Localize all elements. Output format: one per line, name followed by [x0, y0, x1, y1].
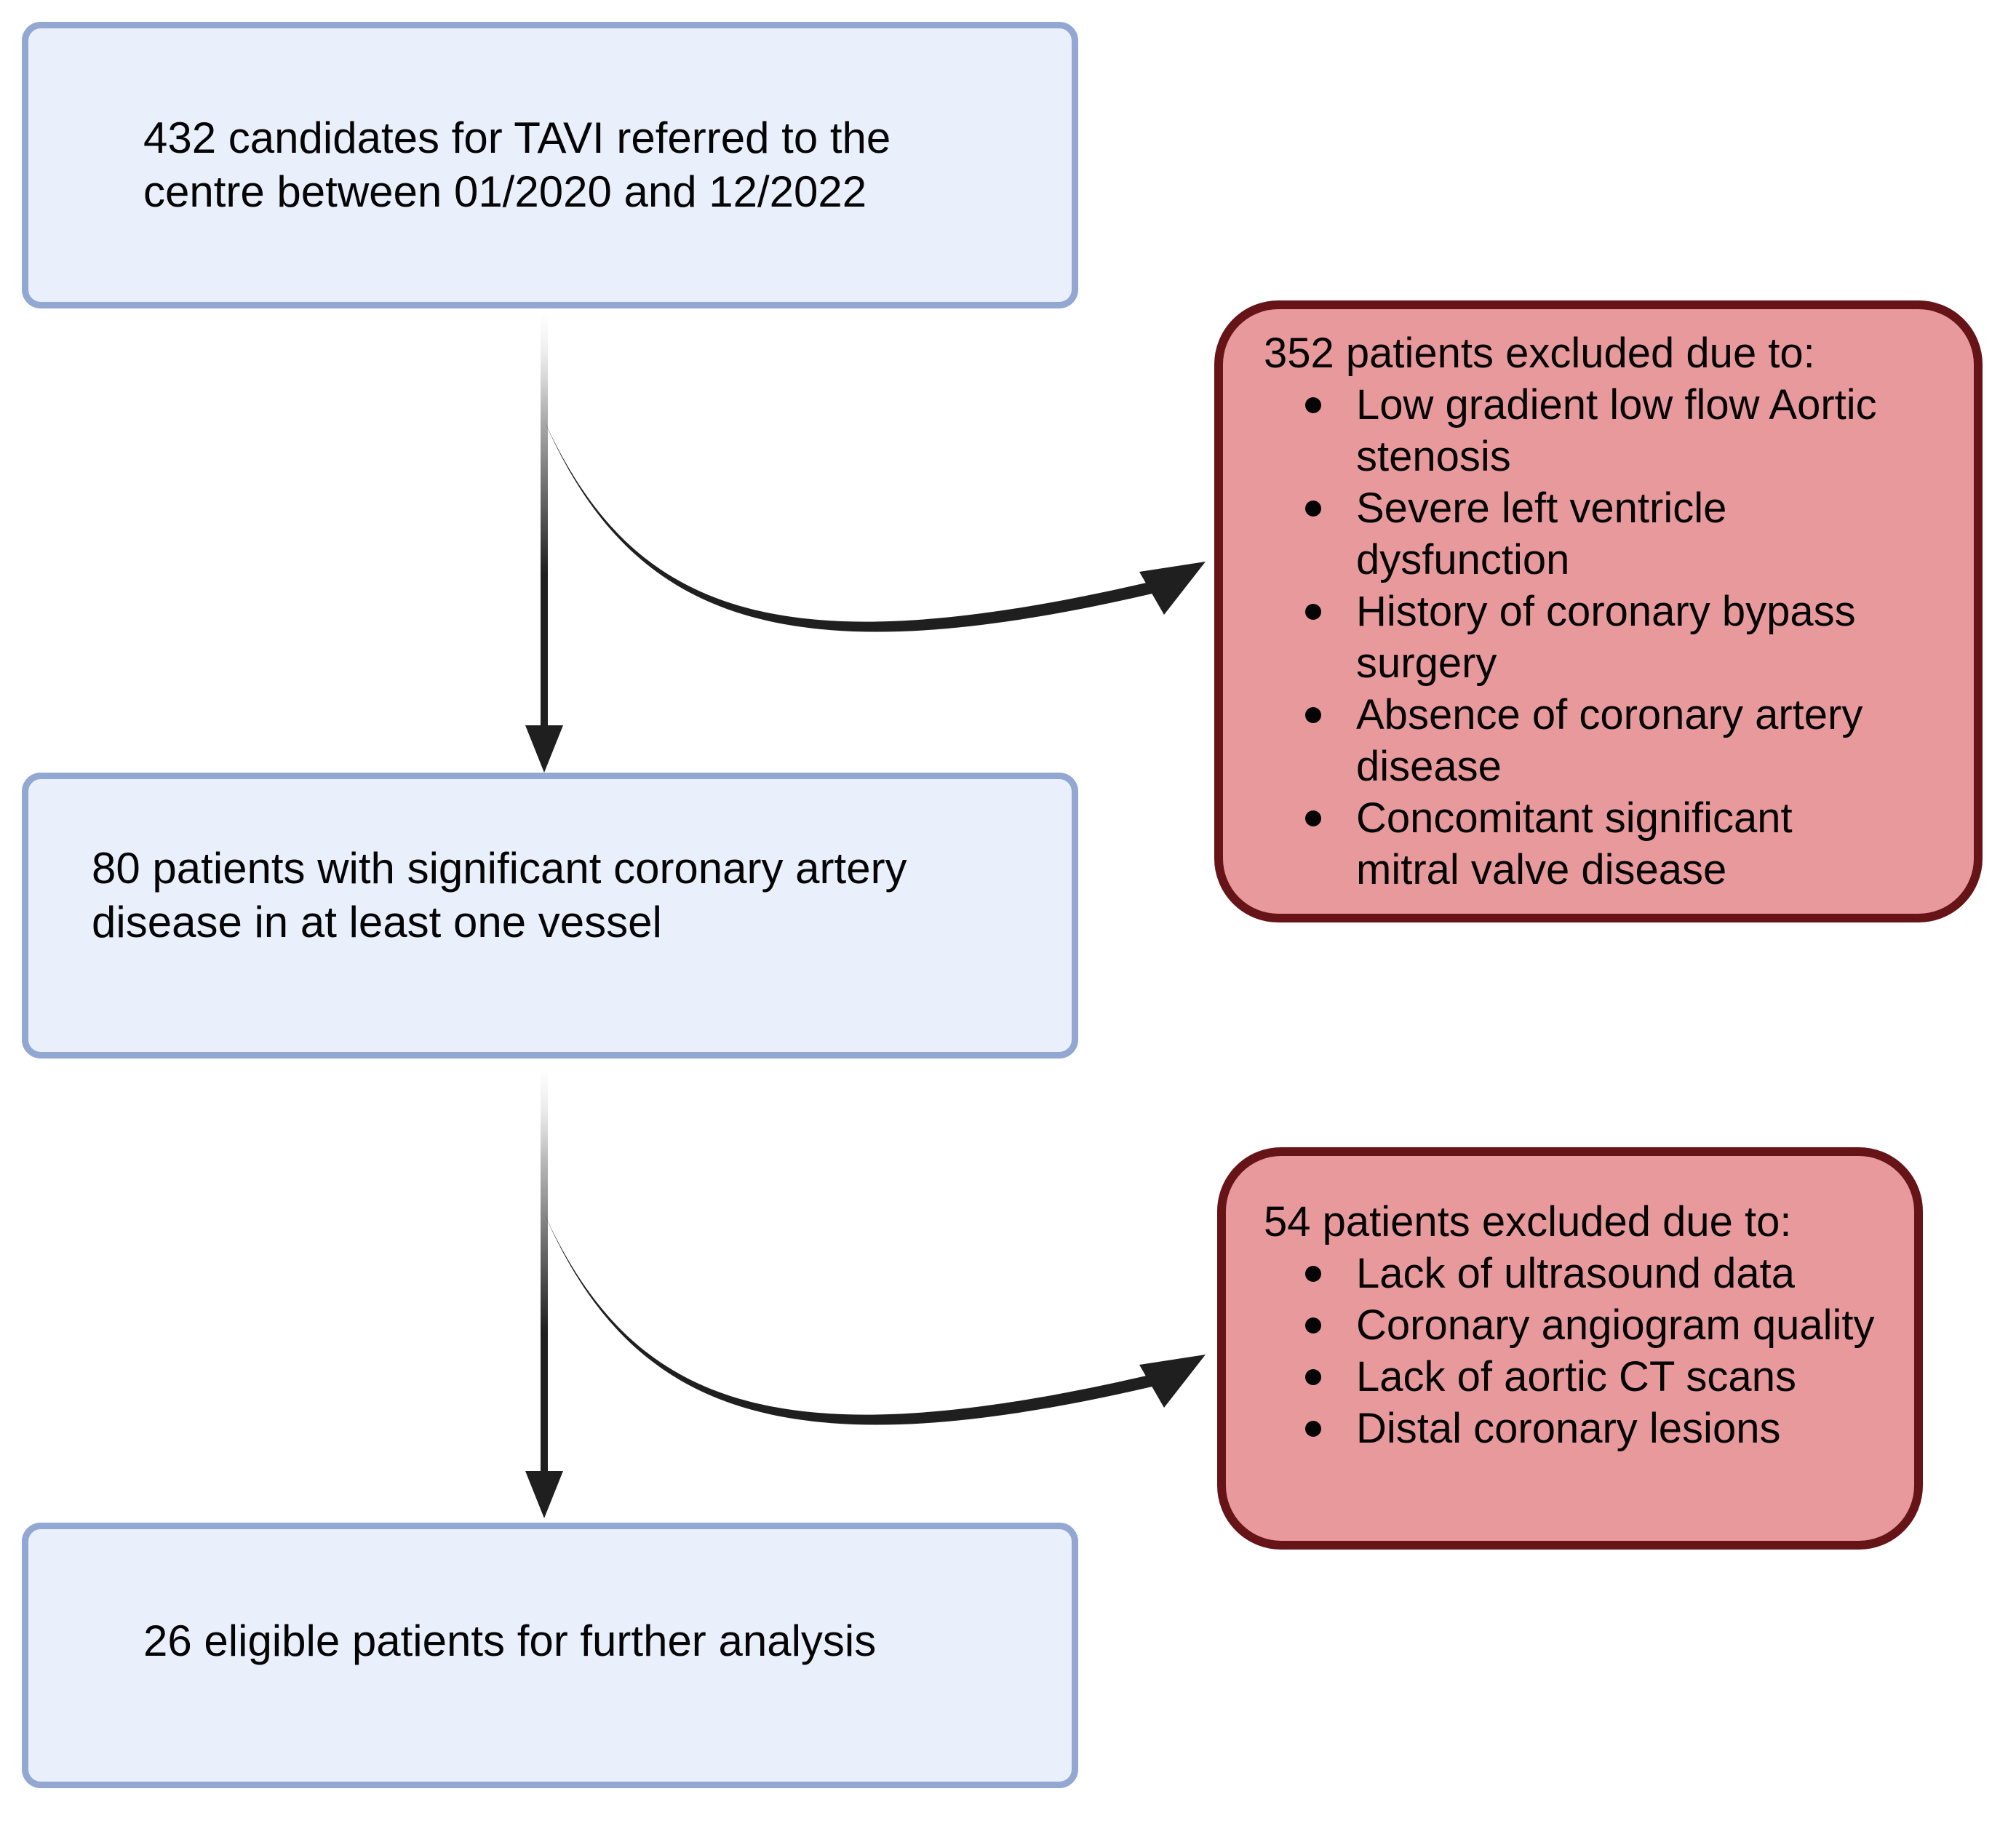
exclusion-box-second: 54 patients excluded due to: Lack of ult…: [1217, 1147, 1923, 1550]
exclusion-item: Lack of ultrasound data: [1264, 1248, 1901, 1299]
exclusion-item: Distal coronary lesions: [1264, 1403, 1901, 1454]
process-box-candidates-text: 432 candidates for TAVI referred to the …: [143, 113, 891, 216]
exclusion-item: Absence of coronary artery disease: [1264, 689, 1941, 792]
exclusion-box-first-list: Low gradient low flow Aortic stenosis Se…: [1264, 379, 1941, 896]
exclusion-box-first: 352 patients excluded due to: Low gradie…: [1214, 300, 1983, 922]
exclusion-item: History of coronary bypass surgery: [1264, 586, 1941, 689]
down-arrow-2: [525, 1062, 563, 1518]
exclusion-item: Low gradient low flow Aortic stenosis: [1264, 379, 1941, 482]
process-box-candidates: 432 candidates for TAVI referred to the …: [22, 22, 1078, 308]
down-arrow-1: [525, 308, 563, 773]
exclusion-box-first-title: 352 patients excluded due to:: [1264, 330, 1815, 377]
exclusion-item: Lack of aortic CT scans: [1264, 1351, 1901, 1403]
process-box-cad-patients: 80 patients with significant coronary ar…: [22, 773, 1078, 1058]
process-box-eligible-patients: 26 eligible patients for further analysi…: [22, 1523, 1078, 1788]
exclusion-box-second-list: Lack of ultrasound data Coronary angiogr…: [1264, 1248, 1901, 1454]
branch-arrow-2: [544, 1213, 1206, 1425]
process-box-cad-patients-text: 80 patients with significant coronary ar…: [92, 844, 907, 946]
process-box-eligible-patients-text: 26 eligible patients for further analysi…: [143, 1616, 877, 1665]
exclusion-box-second-title: 54 patients excluded due to:: [1264, 1198, 1792, 1245]
exclusion-item: Coronary angiogram quality: [1264, 1299, 1901, 1351]
exclusion-item: Concomitant significant mitral valve dis…: [1264, 792, 1941, 896]
exclusion-item: Severe left ventricle dysfunction: [1264, 482, 1941, 586]
branch-arrow-1: [544, 420, 1206, 632]
